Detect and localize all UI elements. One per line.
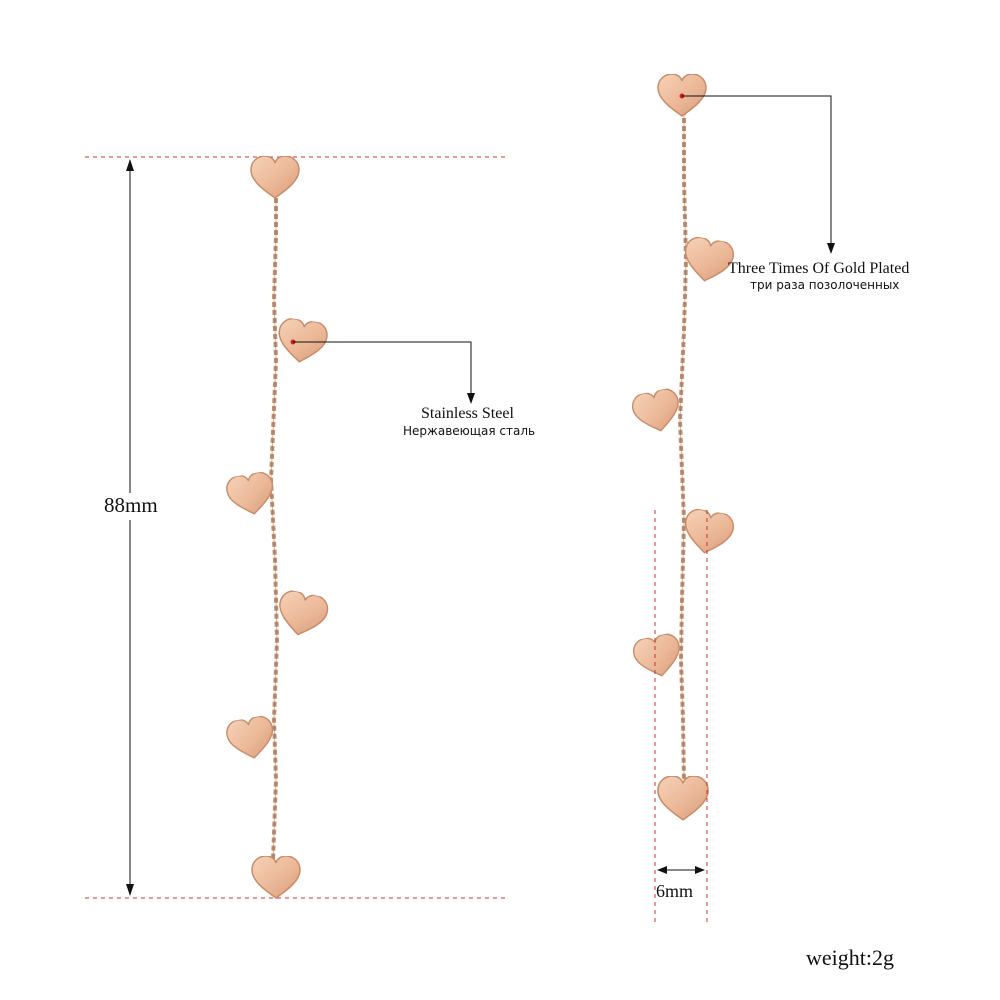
weight-label: weight:2g <box>806 945 894 970</box>
right-earring <box>629 74 737 821</box>
width-arrow <box>657 866 705 874</box>
length-arrow <box>126 159 134 896</box>
gold-callout <box>679 93 835 254</box>
right-heart-6 <box>657 776 709 821</box>
steel-label-ru: Нержавеющая сталь <box>403 424 536 438</box>
right-heart-4 <box>680 506 737 558</box>
steel-label-en: Stainless Steel <box>421 405 514 422</box>
gold-label-ru: три раза позолоченных <box>750 278 900 292</box>
left-heart-2 <box>274 316 330 366</box>
length-label: 88mm <box>102 493 160 518</box>
right-heart-3 <box>629 386 685 437</box>
left-earring <box>224 156 331 899</box>
left-heart-5 <box>224 714 278 763</box>
left-heart-1 <box>250 156 300 199</box>
width-label: 6mm <box>656 881 694 901</box>
gold-label-en: Three Times Of Gold Plated <box>728 260 910 277</box>
length-guides <box>85 156 505 899</box>
left-heart-3 <box>224 470 278 519</box>
left-heart-4 <box>273 588 331 641</box>
steel-callout <box>290 339 475 404</box>
width-guides <box>654 510 708 925</box>
left-heart-6 <box>251 856 301 899</box>
right-heart-5 <box>630 631 686 682</box>
